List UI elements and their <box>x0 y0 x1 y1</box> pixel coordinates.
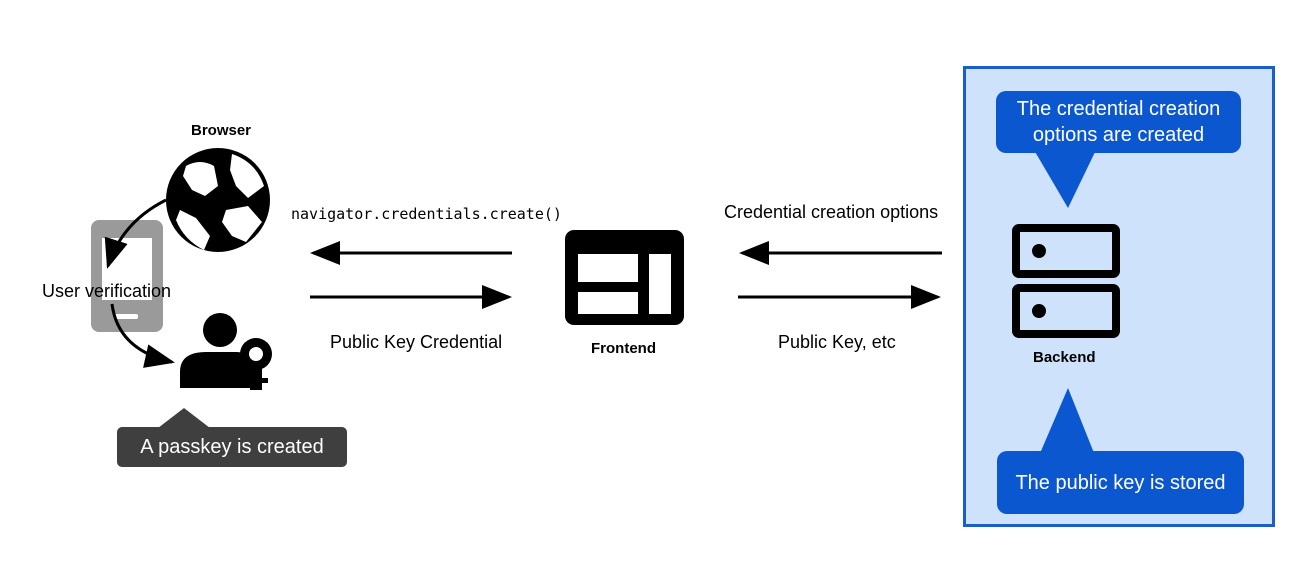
browser-to-verification-arrow <box>104 198 167 269</box>
frontend-label: Frontend <box>591 340 656 357</box>
public-key-credential-label: Public Key Credential <box>330 332 503 352</box>
stored-callout-pointer <box>1038 388 1096 458</box>
api-call-label: navigator.credentials.create() <box>291 205 562 223</box>
server-icon <box>1012 224 1120 338</box>
options-created-callout: The credential creation options are crea… <box>996 91 1241 153</box>
credential-options-label: Credential creation options <box>724 202 939 222</box>
person-key-icon <box>180 313 272 390</box>
globe-icon <box>166 148 270 252</box>
verification-to-passkey-arrow <box>110 303 175 368</box>
user-verification-label: User verification <box>42 281 172 301</box>
browser-label: Browser <box>191 122 252 139</box>
passkey-callout-pointer <box>158 408 210 428</box>
public-key-etc-label: Public Key, etc <box>778 332 896 352</box>
public-key-stored-callout: The public key is stored <box>997 451 1244 514</box>
options-callout-pointer <box>1034 150 1096 208</box>
backend-label: Backend <box>1033 349 1096 366</box>
phone-icon <box>91 220 163 332</box>
passkey-callout: A passkey is created <box>117 427 347 467</box>
frontend-icon <box>565 230 684 325</box>
